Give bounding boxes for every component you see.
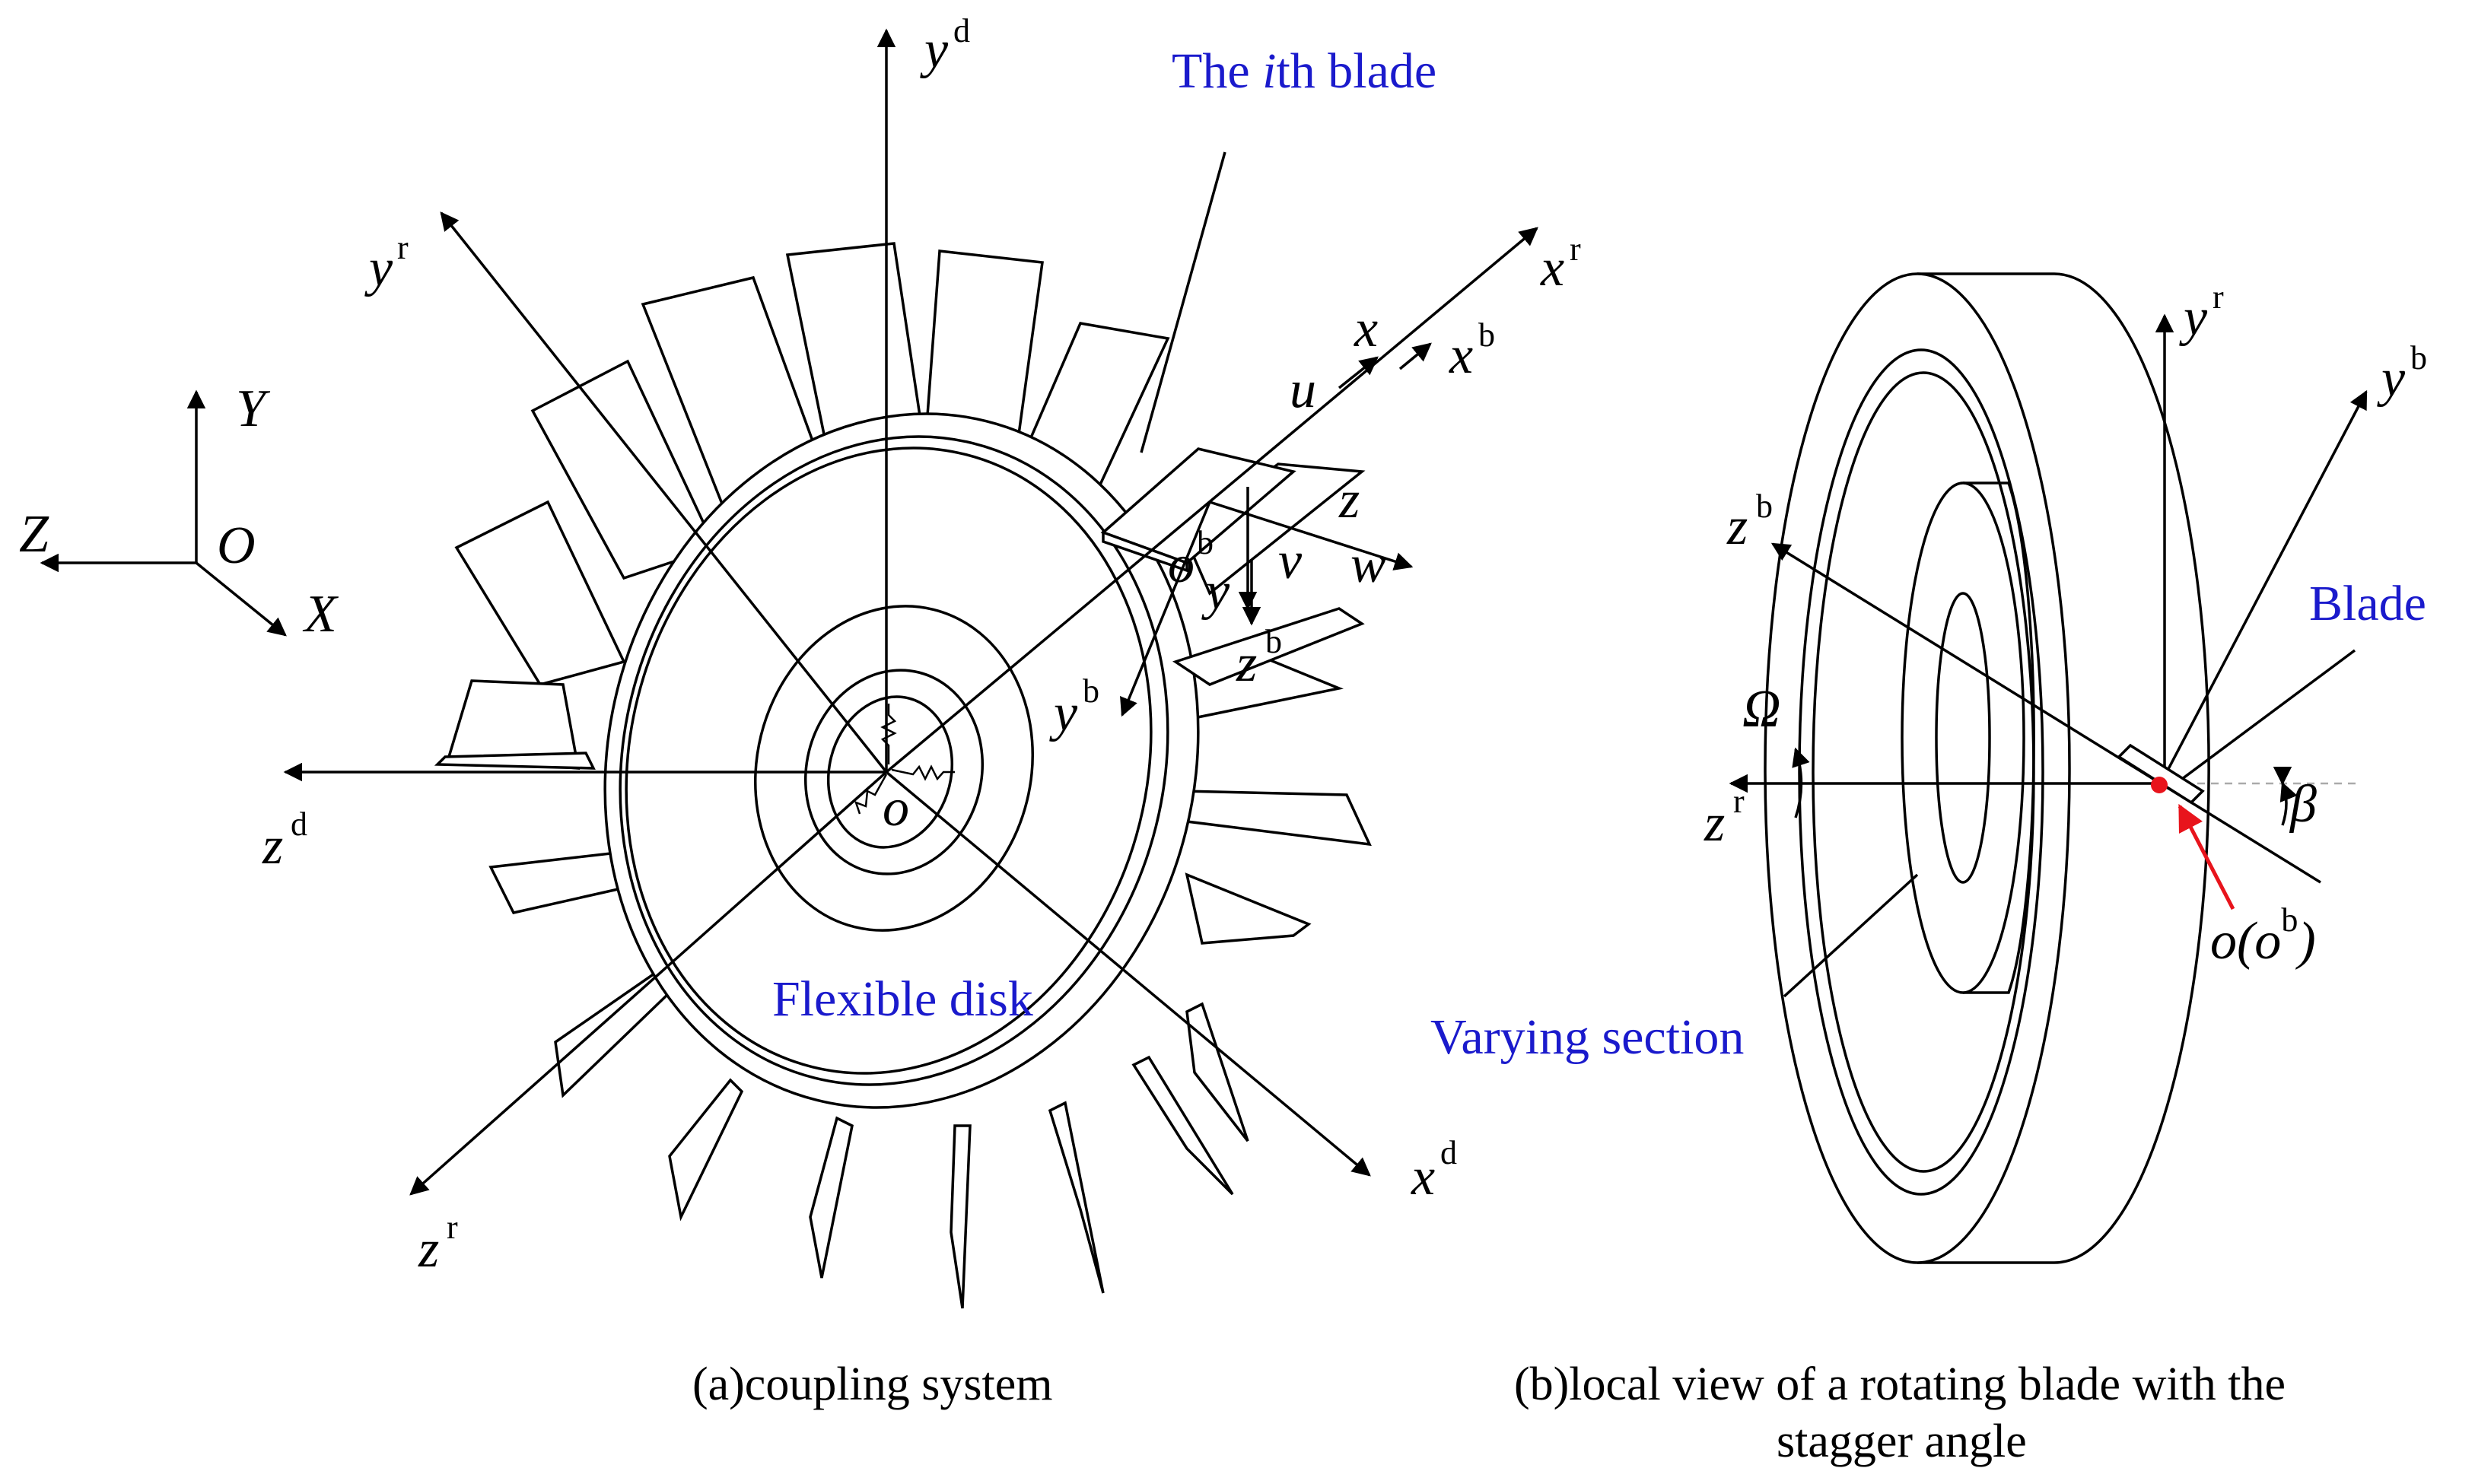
global-O-label: O (217, 516, 256, 575)
blade-local-view-panel: y r y b z b z r Ω β Blade o(ob) Varying … (1430, 272, 2427, 1467)
xd-sup: d (1440, 1134, 1457, 1171)
yb-label: y (1049, 684, 1078, 742)
ith-blade (1100, 447, 1365, 686)
xd-label: x (1411, 1148, 1435, 1206)
blade-origin-label: o(ob) (2210, 901, 2316, 971)
disk-side-view (1764, 272, 2210, 1264)
coupling-system-panel: Y Z O X (19, 12, 1581, 1410)
blade-y-label: y (1201, 562, 1230, 621)
ob-label: o (1168, 535, 1195, 594)
zd-sup: d (291, 806, 307, 843)
zd-label: z (262, 817, 283, 875)
disk-axes (283, 28, 1538, 1196)
yr-label: y (364, 239, 393, 297)
global-frame: Y Z O X (19, 380, 339, 643)
global-Z-label: Z (19, 505, 49, 564)
xr-label: x (1540, 239, 1564, 297)
varying-section-label: Varying section (1430, 1009, 1744, 1065)
blade-z-label: z (1338, 471, 1360, 529)
right-zr-sup: r (1733, 783, 1745, 820)
global-Y-label: Y (236, 380, 271, 438)
disk-origin-o: o (883, 779, 909, 837)
ith-blade-label: The ith blade (1172, 43, 1436, 99)
v-label: v (1278, 532, 1303, 590)
blade-origin-marker (2151, 777, 2168, 793)
right-yb-sup: b (2410, 339, 2427, 377)
caption-b-line2: stagger angle (1777, 1416, 2027, 1467)
right-yr-sup: r (2213, 278, 2224, 316)
caption-b-line1: (b)local view of a rotating blade with t… (1514, 1358, 2286, 1410)
right-yr-label: y (2179, 288, 2208, 347)
right-zr-label: z (1704, 794, 1725, 853)
yb-sup: b (1083, 672, 1099, 710)
right-yb-label: y (2377, 349, 2406, 408)
yr-sup: r (397, 229, 409, 266)
xr-sup: r (1570, 230, 1581, 268)
beta-label: β (2289, 775, 2317, 834)
global-X-label: X (302, 585, 339, 643)
zb-label: z (1236, 634, 1257, 693)
u-label: u (1290, 361, 1316, 419)
rotating-blade (2117, 743, 2235, 910)
omega-label: Ω (1742, 680, 1781, 739)
flexible-disk-label: Flexible disk (772, 971, 1033, 1027)
yd-label: y (920, 21, 949, 79)
yd-sup: d (953, 12, 970, 49)
right-zb-label: z (1726, 497, 1748, 556)
zb-sup: b (1265, 623, 1282, 660)
ob-sup: b (1197, 524, 1214, 561)
xb-label: x (1449, 326, 1473, 385)
zr-sup: r (447, 1209, 458, 1246)
right-zb-sup: b (1756, 488, 1773, 525)
zr-label: z (418, 1220, 439, 1279)
xb-sup: b (1478, 316, 1495, 354)
caption-a: (a)coupling system (692, 1358, 1053, 1410)
blade-x-label: x (1354, 300, 1378, 358)
w-label: w (1350, 535, 1386, 594)
right-axes (1729, 313, 2368, 884)
blade-label: Blade (2309, 576, 2426, 631)
